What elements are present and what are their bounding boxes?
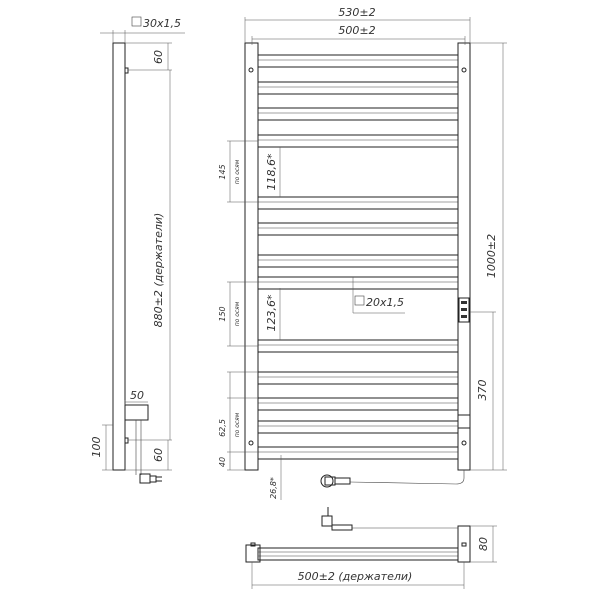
axis-width-label: 500±2 <box>338 24 375 37</box>
mount-hole <box>248 440 254 446</box>
overall-height-label: 1000±2 <box>485 234 498 278</box>
side-view: 30x1,5 60 880±2 (держатели) 50 100 60 <box>90 16 185 484</box>
side-holder-distance-label: 880±2 (держатели) <box>152 213 165 328</box>
overall-width-label: 530±2 <box>338 6 375 19</box>
control-button-icon <box>461 315 467 318</box>
bar-profile-label: 20x1,5 <box>366 296 404 309</box>
control-button-icon <box>461 308 467 311</box>
side-profile-label: 30x1,5 <box>143 17 181 30</box>
left-end-cap <box>245 544 261 563</box>
crossbar <box>257 196 459 210</box>
plug-icon <box>139 473 162 484</box>
crossbar <box>257 446 459 460</box>
gap2-axis-note: по осям <box>234 301 241 326</box>
gap2-clear-label: 123,6* <box>265 294 278 331</box>
bottom-pitch-label: 62,5 <box>218 419 227 437</box>
gap1-axis-note: по осям <box>234 159 241 184</box>
mount-hole <box>461 67 467 73</box>
crossbar <box>257 222 459 236</box>
crossbar <box>257 134 459 148</box>
side-bracket-label: 50 <box>130 389 144 402</box>
heater-block <box>457 414 471 429</box>
bottom-bar <box>257 547 459 561</box>
bottom-pitch-note: по осям <box>234 412 241 437</box>
plug-icon <box>321 507 353 531</box>
crossbar <box>257 54 459 68</box>
crossbar <box>257 397 459 411</box>
crossbar <box>257 420 459 434</box>
crossbar <box>257 81 459 95</box>
power-cord <box>349 470 465 485</box>
mount-hole <box>248 67 254 73</box>
side-top-offset-label: 60 <box>152 50 165 64</box>
depth-label: 80 <box>477 537 490 551</box>
front-view: 530±2 500±2 1000±2 370 20x1,5 145 по ося… <box>218 6 507 500</box>
right-end-block <box>457 525 471 563</box>
control-height-label: 370 <box>476 380 489 401</box>
side-bottom-height-label: 100 <box>90 437 103 458</box>
control-button-icon <box>461 301 467 304</box>
gap2-axis-label: 150 <box>218 306 227 321</box>
crossbar <box>257 254 459 268</box>
crossbar <box>257 339 459 353</box>
top-holder <box>124 67 129 74</box>
bottom-clear-label: 26,8* <box>269 477 278 499</box>
plug-icon <box>320 474 351 488</box>
mount-hole <box>461 440 467 446</box>
side-bottom-offset-label: 60 <box>152 448 165 462</box>
gap1-axis-label: 145 <box>218 164 227 179</box>
left-rail <box>244 42 259 471</box>
bottom-offset-label: 40 <box>218 457 227 467</box>
bottom-holder <box>124 437 129 444</box>
crossbar <box>257 276 459 290</box>
bracket <box>124 404 149 421</box>
crossbar <box>257 107 459 121</box>
side-rail <box>112 42 126 471</box>
holder-width-label: 500±2 (держатели) <box>298 570 413 583</box>
right-rail <box>457 42 471 471</box>
crossbars <box>257 54 459 460</box>
control-unit <box>458 297 470 323</box>
crossbar <box>257 371 459 385</box>
gap1-clear-label: 118,6* <box>265 153 278 190</box>
bottom-view: 80 500±2 (держатели) <box>245 507 497 589</box>
